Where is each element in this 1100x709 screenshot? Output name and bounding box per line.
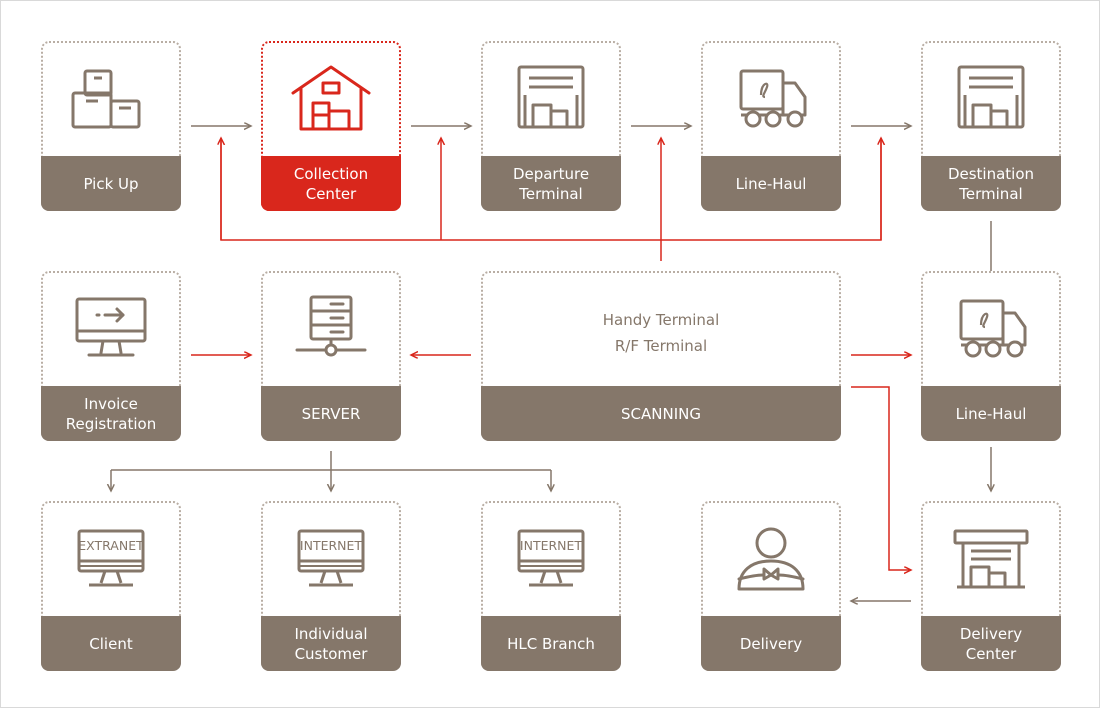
node-departure-terminal[interactable]: Departure Terminal xyxy=(481,41,621,211)
terminal-building-icon xyxy=(483,63,619,137)
screen-text: EXTRANET xyxy=(78,538,144,553)
truck-icon xyxy=(703,63,839,137)
node-label: Invoice Registration xyxy=(41,386,181,441)
node-label: Delivery xyxy=(701,616,841,671)
monitor-icon: INTERNET xyxy=(483,523,619,597)
node-label: Line-Haul xyxy=(701,156,841,211)
terminal-building-icon xyxy=(923,63,1059,137)
warehouse-icon xyxy=(263,63,399,137)
monitor-icon: EXTRANET xyxy=(43,523,179,597)
node-pick-up[interactable]: Pick Up xyxy=(41,41,181,211)
monitor-icon: INTERNET xyxy=(263,523,399,597)
node-label: SERVER xyxy=(261,386,401,441)
node-label: HLC Branch xyxy=(481,616,621,671)
node-line-haul-2[interactable]: Line-Haul xyxy=(921,271,1061,441)
node-label: SCANNING xyxy=(481,386,841,441)
handy-terminal-text: Handy Terminal xyxy=(602,311,720,329)
node-destination-terminal[interactable]: Destination Terminal xyxy=(921,41,1061,211)
node-label: Individual Customer xyxy=(261,616,401,671)
node-client[interactable]: EXTRANET Client xyxy=(41,501,181,671)
node-label: Destination Terminal xyxy=(921,156,1061,211)
node-line-haul[interactable]: Line-Haul xyxy=(701,41,841,211)
node-label: Pick Up xyxy=(41,156,181,211)
node-label: Delivery Center xyxy=(921,616,1061,671)
delivery-person-icon xyxy=(703,523,839,597)
node-delivery-center[interactable]: Delivery Center xyxy=(921,501,1061,671)
node-individual-customer[interactable]: INTERNET Individual Customer xyxy=(261,501,401,671)
node-label: Collection Center xyxy=(261,156,401,211)
node-label: Line-Haul xyxy=(921,386,1061,441)
node-scanning[interactable]: Handy Terminal R/F Terminal SCANNING xyxy=(481,271,841,441)
truck-icon xyxy=(923,293,1059,367)
node-invoice-registration[interactable]: Invoice Registration xyxy=(41,271,181,441)
scanning-devices: Handy Terminal R/F Terminal xyxy=(483,307,839,359)
node-label: Departure Terminal xyxy=(481,156,621,211)
node-hlc-branch[interactable]: INTERNET HLC Branch xyxy=(481,501,621,671)
screen-text: INTERNET xyxy=(520,538,583,553)
node-collection-center[interactable]: Collection Center xyxy=(261,41,401,211)
server-icon xyxy=(263,293,399,367)
screen-text: INTERNET xyxy=(300,538,363,553)
node-label: Client xyxy=(41,616,181,671)
node-delivery[interactable]: Delivery xyxy=(701,501,841,671)
arrow-scanning-deliverycenter xyxy=(851,386,911,570)
monitor-arrow-icon xyxy=(43,293,179,367)
rf-terminal-text: R/F Terminal xyxy=(614,337,708,355)
boxes-icon xyxy=(43,63,179,137)
storefront-icon xyxy=(923,523,1059,597)
node-server[interactable]: SERVER xyxy=(261,271,401,441)
